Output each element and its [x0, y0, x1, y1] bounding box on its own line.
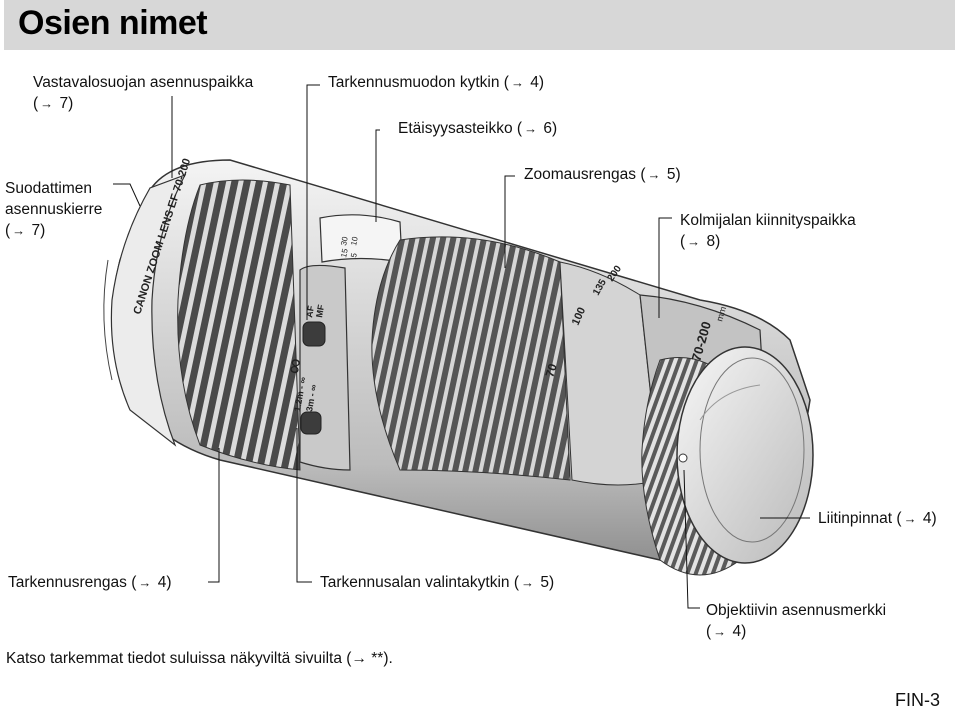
label-focus-mode-switch: Tarkennusmuodon kytkin (→ 4)	[328, 74, 545, 91]
focus-ring-grip	[177, 179, 301, 471]
label-tripod-mount: Kolmijalan kiinnityspaikka (→ 8)	[680, 212, 856, 250]
svg-text:5: 5	[349, 252, 359, 259]
front-ring	[110, 173, 187, 447]
range-switch	[300, 411, 322, 435]
label-filter-thread: Suodattimen asennuskierre (→ 7)	[5, 180, 103, 239]
label-contacts: Liitinpinnat (→ 4)	[818, 510, 937, 527]
label-focus-ring: Tarkennusrengas (→ 4)	[8, 574, 172, 591]
label-mount-index: Objektiivin asennusmerkki (→ 4)	[706, 602, 887, 640]
svg-text:10: 10	[349, 235, 360, 246]
svg-text:3m - ∞: 3m - ∞	[304, 383, 319, 412]
label-focus-range-switch: Tarkennusalan valintakytkin (→ 5)	[320, 574, 555, 591]
zoom-ring-grip	[371, 236, 571, 481]
af-mf-switch	[302, 321, 326, 347]
label-hood-mount: Vastavalosuojan asennuspaikka (→ 7)	[33, 74, 254, 112]
label-zoom-ring: Zoomausrengas (→ 5)	[524, 166, 681, 183]
leader-lines	[113, 84, 810, 609]
footnote: Katso tarkemmat tiedot suluissa näkyvilt…	[6, 650, 393, 667]
svg-text:15: 15	[339, 247, 350, 258]
zoom-mark-70: 70	[543, 362, 561, 379]
svg-text:30: 30	[339, 235, 350, 246]
rear-cap	[676, 346, 814, 564]
svg-text:MF: MF	[314, 303, 326, 318]
label-distance-scale: Etäisyysasteikko (→ 6)	[398, 120, 558, 137]
page-title: Osien nimet	[18, 4, 208, 42]
svg-text:mm: mm	[714, 305, 728, 322]
mount-index-dot	[678, 453, 688, 463]
page-header: Osien nimet	[4, 0, 955, 50]
svg-text:∞: ∞	[280, 356, 307, 376]
distance-window	[319, 214, 403, 263]
page-number: FIN-3	[895, 690, 940, 710]
